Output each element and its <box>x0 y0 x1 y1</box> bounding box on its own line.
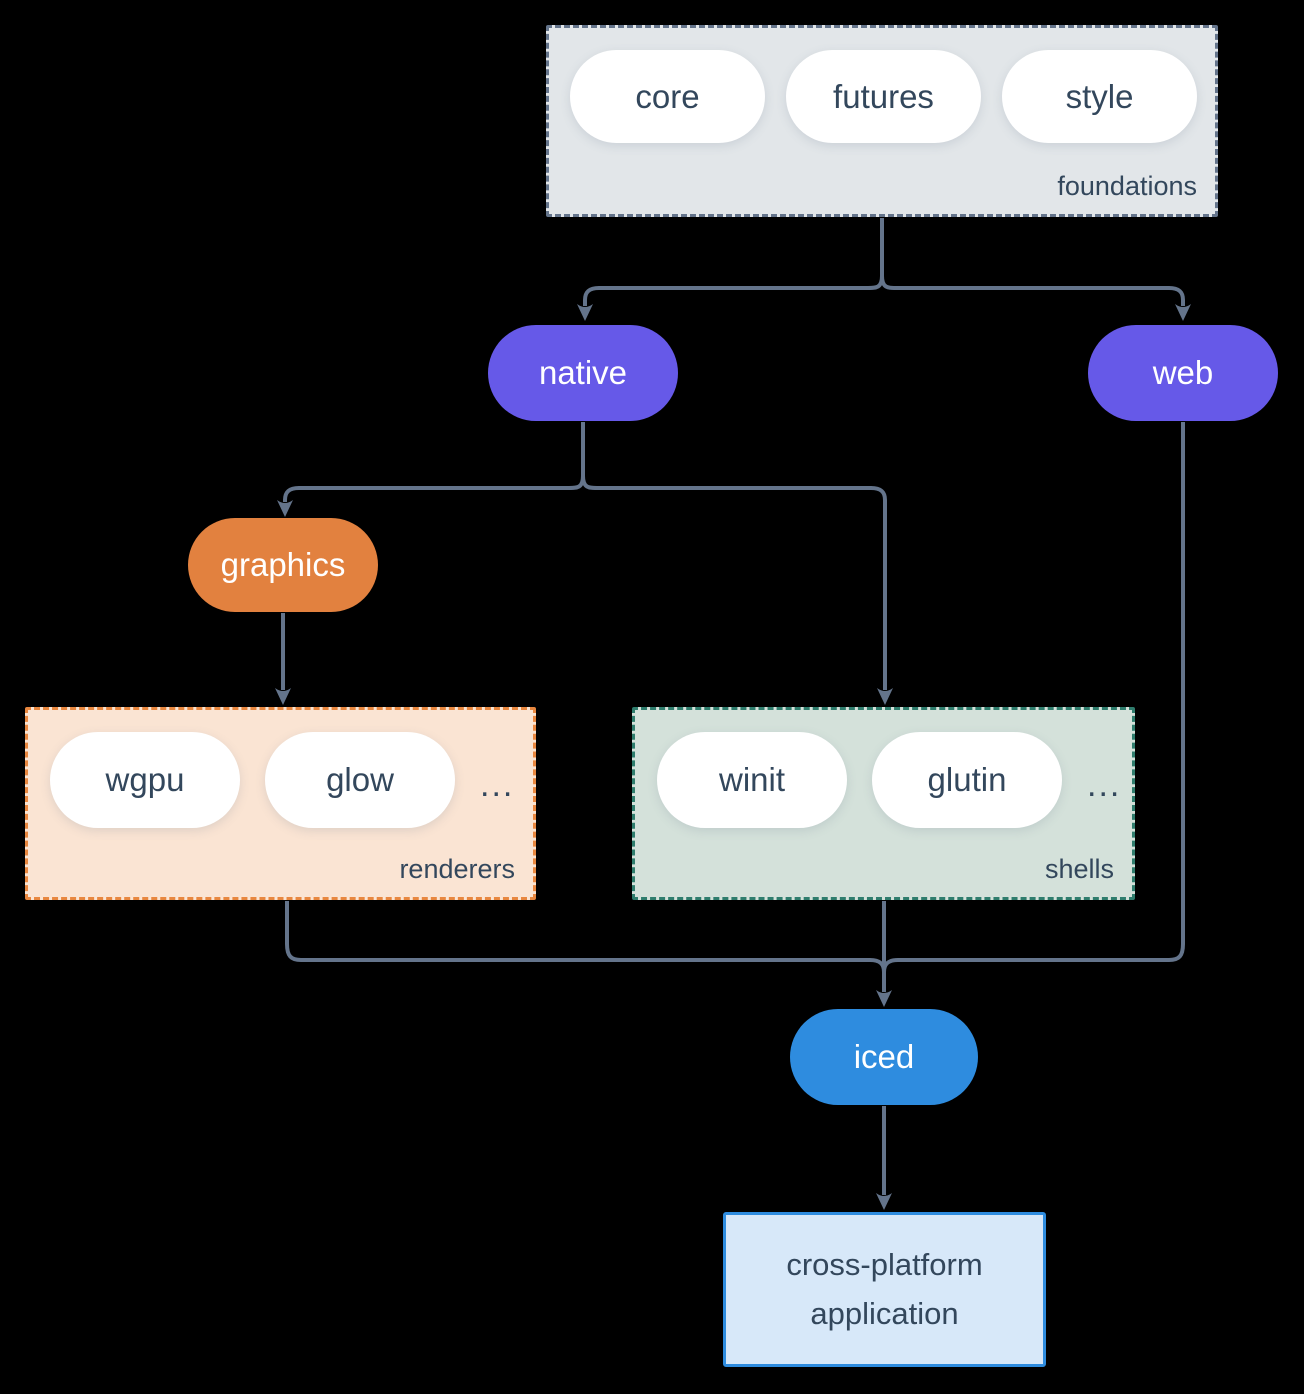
arrowhead-app <box>876 1193 892 1210</box>
renderers-pill-row: wgpu glow ... <box>28 710 533 828</box>
arrowhead-graphics <box>277 500 293 517</box>
arrowhead-renderers <box>275 688 291 705</box>
foundations-group-label: foundations <box>1057 171 1197 201</box>
connector-foundations-to-native <box>583 275 884 306</box>
node-core: core <box>570 50 765 143</box>
node-futures: futures <box>786 50 981 143</box>
node-native-label: native <box>538 354 628 391</box>
node-winit-label: winit <box>718 761 786 798</box>
node-style-label: style <box>1065 77 1134 115</box>
app-label-line1: cross-platform <box>786 1247 983 1283</box>
node-iced-label: iced <box>853 1038 915 1075</box>
node-glutin: glutin <box>872 732 1062 828</box>
app-label-line2: application <box>810 1295 959 1331</box>
shells-ellipsis: ... <box>1087 765 1122 804</box>
node-graphics: graphics <box>188 518 378 612</box>
node-native: native <box>488 325 678 421</box>
node-wgpu: wgpu <box>50 732 240 828</box>
arrowhead-native <box>577 304 593 321</box>
renderers-group-label: renderers <box>399 854 515 884</box>
node-glutin-label: glutin <box>927 761 1007 798</box>
node-iced: iced <box>790 1009 978 1105</box>
node-futures-label: futures <box>833 77 934 115</box>
connector-native-to-graphics <box>283 475 585 502</box>
connector-renderers-to-merge <box>285 901 886 973</box>
connector-foundations-to-web <box>880 275 1185 306</box>
foundations-group: core futures style foundations <box>546 25 1218 217</box>
node-glow: glow <box>265 732 455 828</box>
node-style: style <box>1002 50 1197 143</box>
arrowhead-iced <box>876 990 892 1007</box>
renderers-group: wgpu glow ... renderers <box>25 707 536 900</box>
node-graphics-label: graphics <box>220 546 346 583</box>
node-wgpu-label: wgpu <box>105 761 185 798</box>
arrowhead-shells <box>877 688 893 705</box>
node-glow-label: glow <box>326 761 394 798</box>
renderers-ellipsis: ... <box>480 765 515 804</box>
shells-group-label: shells <box>1044 854 1114 884</box>
arrowhead-web <box>1175 304 1191 321</box>
shells-group: winit glutin ... shells <box>632 707 1135 900</box>
node-core-label: core <box>635 77 700 115</box>
node-web: web <box>1088 325 1278 421</box>
foundations-pill-row: core futures style <box>549 28 1215 143</box>
shells-pill-row: winit glutin ... <box>635 710 1132 828</box>
node-web-label: web <box>1152 354 1214 391</box>
node-cross-platform-application: cross-platform application <box>723 1212 1046 1367</box>
node-winit: winit <box>657 732 847 828</box>
connector-native-to-shells <box>581 475 887 690</box>
